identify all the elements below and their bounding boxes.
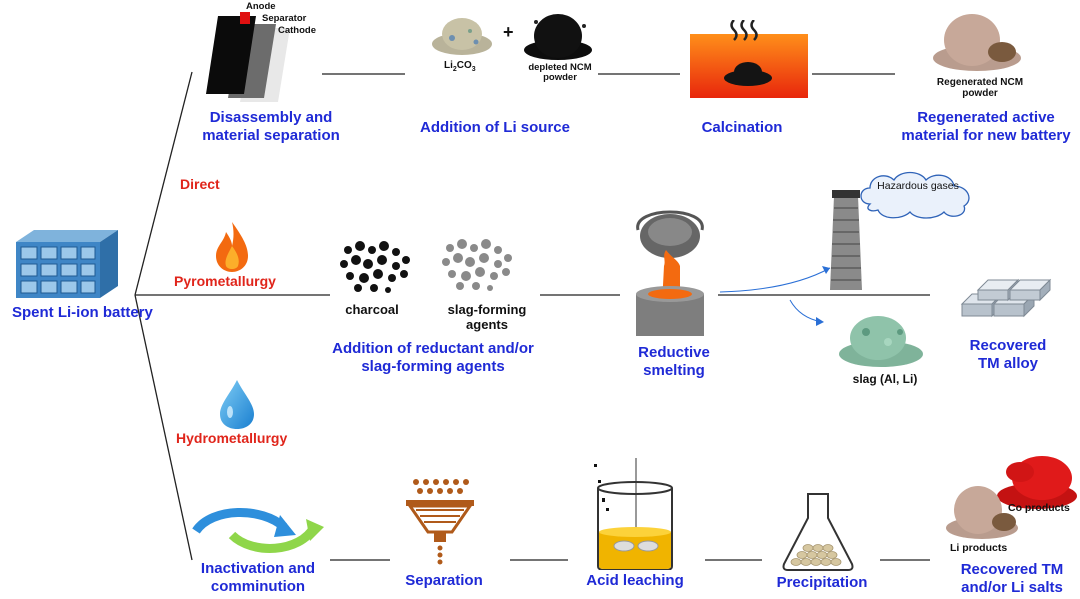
step-recovered-salts: Recovered TM and/or Li salts — [960, 561, 1064, 596]
step-precipitation: Precipitation — [776, 574, 868, 591]
furnace-icon — [690, 20, 808, 98]
charcoal-label: charcoal — [345, 302, 399, 317]
powder-pile-icon — [946, 486, 1018, 539]
step-recovered-alloy: Recovered TM alloy — [969, 337, 1047, 372]
chimney-icon — [830, 190, 862, 290]
powder-pile-icon — [839, 316, 923, 367]
step-regenerated-material: Regenerated active material for new batt… — [901, 109, 1071, 144]
powder-pile-icon — [432, 18, 492, 55]
cloud-icon — [860, 171, 970, 219]
powder-pile-icon — [442, 239, 512, 291]
route-direct-label: Direct — [180, 176, 220, 192]
step-acid-leaching: Acid leaching — [586, 572, 684, 589]
li2co3-label: Li2CO3 — [444, 60, 476, 73]
sieve-icon — [406, 479, 474, 565]
plus-sign: + — [503, 22, 514, 42]
powder-pile-icon — [524, 14, 592, 60]
powder-pile-icon — [933, 14, 1021, 71]
cathode-label: Cathode — [278, 25, 316, 36]
ingot-icon — [960, 278, 1052, 318]
route-hydro-label: Hydrometallurgy — [176, 430, 288, 446]
step-disassembly: Disassembly and material separation — [202, 109, 340, 144]
beaker-icon — [594, 458, 673, 570]
regenerated-ncm-label: Regenerated NCM powder — [936, 77, 1024, 99]
battery-pack-icon — [16, 230, 118, 298]
route-pyro-label: Pyrometallurgy — [174, 273, 276, 289]
step-add-reductant: Addition of reductant and/or slag-formin… — [332, 340, 534, 375]
step-inactivation: Inactivation and comminution — [200, 560, 316, 595]
separator-label: Separator — [262, 13, 307, 24]
powder-pile-icon — [340, 241, 410, 293]
depleted-ncm-label: depleted NCM powder — [528, 62, 592, 84]
step-separation: Separation — [405, 572, 483, 589]
flame-icon — [216, 222, 248, 272]
anode-label: Anode — [246, 1, 276, 12]
slag-agents-label: slag-forming agents — [447, 302, 527, 333]
hazardous-gases-label: Hazardous gases — [877, 180, 959, 192]
co-products-label: Co products — [1008, 502, 1070, 514]
recycle-arrows-icon — [192, 508, 324, 553]
electrode-stack-icon — [206, 12, 290, 102]
step-reductive-smelting: Reductive smelting — [638, 344, 710, 379]
step-calcination: Calcination — [701, 119, 783, 136]
li-products-label: Li products — [950, 542, 1008, 554]
flask-icon — [782, 493, 854, 571]
step-add-li-source: Addition of Li source — [420, 119, 570, 136]
water-drop-icon — [220, 380, 254, 429]
spent-battery-label: Spent Li-ion battery — [12, 304, 153, 321]
ladle-icon — [636, 210, 704, 336]
powder-pile-icon — [997, 456, 1077, 509]
slag-label: slag (Al, Li) — [852, 372, 918, 386]
